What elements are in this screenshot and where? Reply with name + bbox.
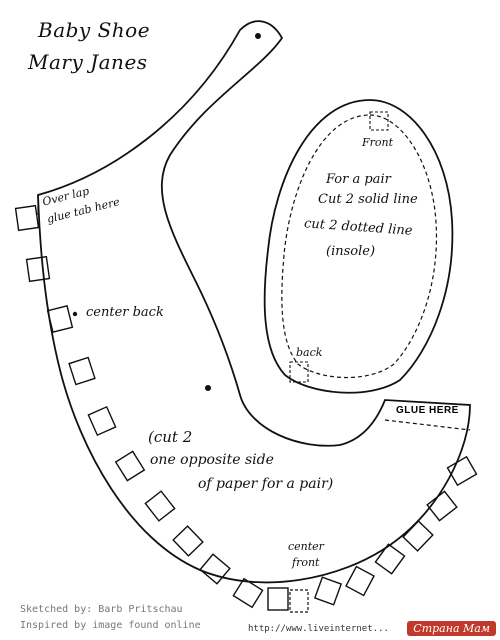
cut-note-3: of paper for a pair) (198, 476, 334, 492)
glue-here-label: GLUE HERE (396, 405, 459, 416)
source-url: http://www.liveinternet... (248, 624, 389, 634)
center-front-label-1: center (288, 540, 324, 553)
strap-hole-mid (205, 385, 211, 391)
watermark-logo: Страна Мам (407, 621, 496, 636)
cut-note-2: one opposite side (150, 452, 274, 468)
upper-outline (37, 20, 471, 584)
sole-note-4: (insole) (326, 244, 376, 259)
sole-back-notch (289, 361, 309, 383)
center-back-dot (72, 311, 78, 317)
center-front-label-2: front (292, 556, 320, 569)
sole-front-notch (369, 111, 389, 131)
sole-note-2: Cut 2 solid line (318, 192, 418, 207)
sole-back-label: back (296, 346, 323, 359)
glue-here-strip (384, 419, 471, 431)
cut-note-1: (cut 2 (148, 428, 193, 446)
title-line-1: Baby Shoe (38, 18, 151, 42)
glue-tabs (14, 204, 478, 611)
center-back-label: center back (86, 305, 164, 320)
sole-outline (263, 99, 454, 394)
inspired-by-credit: Inspired by image found online (20, 620, 201, 631)
center-front-tab (289, 589, 309, 613)
title-line-2: Mary Janes (28, 50, 148, 74)
sole-note-1: For a pair (326, 172, 391, 187)
sketched-by-credit: Sketched by: Barb Pritschau (20, 604, 183, 615)
sole-front-label: Front (362, 136, 394, 149)
strap-hole-top (255, 33, 261, 39)
